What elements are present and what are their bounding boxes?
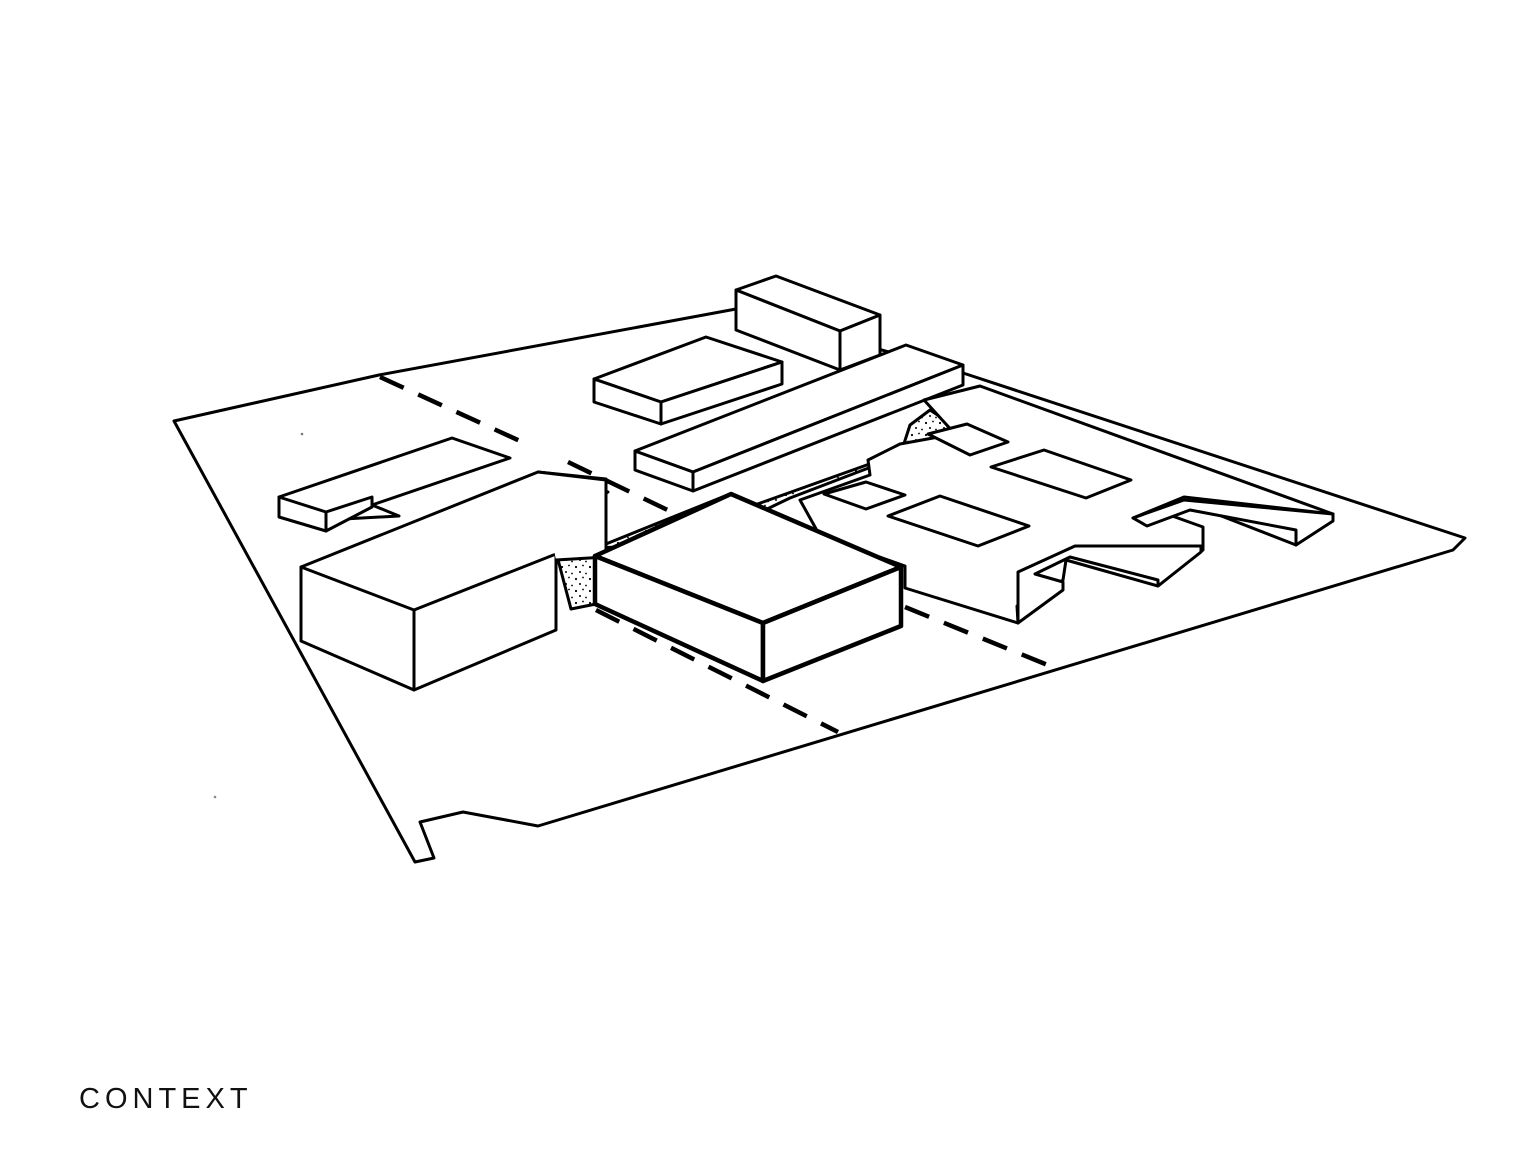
- courtyard-void-2: [989, 448, 1133, 500]
- paper-speck: [213, 795, 217, 799]
- courtyard-void-1: [926, 422, 1010, 457]
- street-axis-lower-left: [594, 607, 840, 735]
- building-long-bar: [633, 343, 965, 493]
- new-building-box: [592, 491, 904, 684]
- building-rear-low-slab: [592, 335, 784, 426]
- courtyard-void-3: [822, 480, 907, 511]
- street-axis-upper: [379, 374, 681, 519]
- paper-speck: [300, 432, 304, 436]
- perimeter-block-courtyards: [798, 384, 1335, 625]
- building-front-left: [299, 470, 608, 692]
- courtyard-void-4: [886, 494, 1031, 548]
- figure-caption: CONTEXT: [79, 1083, 253, 1115]
- building-left-l-shaped: [277, 436, 512, 533]
- street-axis-lower-right: [904, 604, 1056, 671]
